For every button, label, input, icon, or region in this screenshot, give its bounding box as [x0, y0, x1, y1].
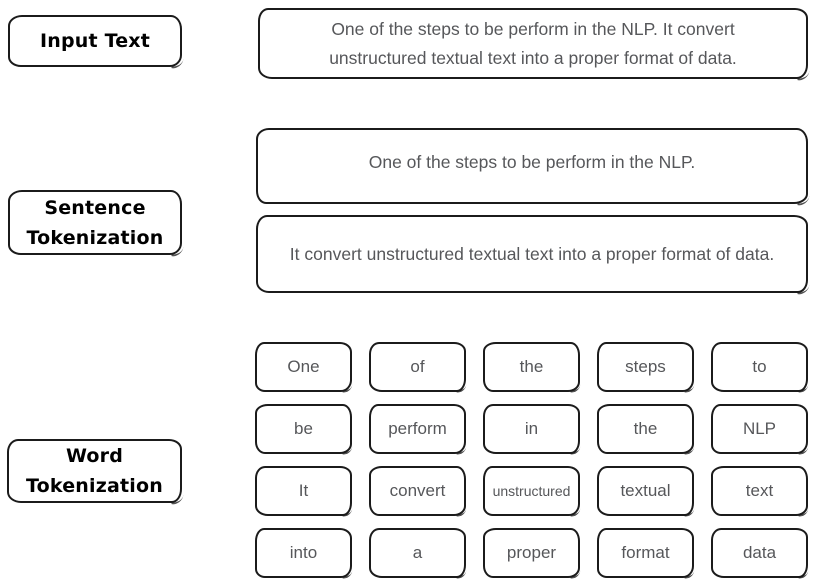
word-token-label: the: [633, 419, 658, 438]
word-token-label: textual: [620, 481, 671, 500]
word-token-label: NLP: [742, 419, 777, 438]
word-token-label: data: [742, 543, 777, 562]
sentence-1-text: One of the steps to be perform in the NL…: [368, 151, 696, 172]
word-token-label: convert: [389, 481, 446, 500]
word-token-label: in: [524, 419, 539, 438]
word-token-label: steps: [625, 357, 666, 376]
word-token-label: perform: [388, 419, 447, 438]
word-token-label: One: [287, 357, 320, 376]
word-token: the: [597, 404, 694, 454]
word-token: NLP: [711, 404, 808, 454]
word-token: One: [255, 342, 352, 392]
word-token-label: proper: [506, 543, 557, 562]
sentence-box-2: It convert unstructured textual text int…: [256, 215, 808, 293]
word-token-label: It: [298, 481, 309, 500]
word-token: perform: [369, 404, 466, 454]
input-text-box: One of the steps to be perform in the NL…: [258, 8, 808, 79]
sentence-tokenization-label-box: Sentence Tokenization: [8, 190, 182, 255]
word-token: data: [711, 528, 808, 578]
word-token: proper: [483, 528, 580, 578]
word-token: to: [711, 342, 808, 392]
word-token: in: [483, 404, 580, 454]
input-text-label-box: Input Text: [8, 15, 182, 67]
sentence-tokenization-label: Sentence Tokenization: [26, 196, 164, 249]
word-token-label: to: [752, 357, 767, 376]
input-text-content: One of the steps to be perform in the NL…: [329, 18, 737, 68]
input-text-label: Input Text: [39, 30, 151, 52]
word-tokenization-label: Word Tokenization: [26, 445, 163, 497]
word-token-grid: One of the steps to be perform in the NL…: [255, 342, 808, 578]
word-token: convert: [369, 466, 466, 516]
word-token: text: [711, 466, 808, 516]
word-token-label: text: [745, 481, 774, 500]
word-token-label: the: [519, 357, 544, 376]
word-token: of: [369, 342, 466, 392]
word-token: textual: [597, 466, 694, 516]
word-token-label: of: [410, 357, 425, 376]
word-token: a: [369, 528, 466, 578]
word-token-label: into: [289, 543, 318, 562]
word-tokenization-label-box: Word Tokenization: [7, 439, 182, 503]
word-token-label: format: [621, 543, 670, 562]
sentence-2-text: It convert unstructured textual text int…: [289, 243, 775, 264]
word-token: into: [255, 528, 352, 578]
word-token-label: a: [412, 543, 423, 562]
word-token: the: [483, 342, 580, 392]
word-token: unstructured: [483, 466, 580, 516]
word-token: It: [255, 466, 352, 516]
word-token-label: be: [294, 419, 313, 438]
word-token-label: unstructured: [492, 483, 571, 499]
word-token: format: [597, 528, 694, 578]
word-token: be: [255, 404, 352, 454]
sentence-box-1: One of the steps to be perform in the NL…: [256, 128, 808, 204]
word-token: steps: [597, 342, 694, 392]
